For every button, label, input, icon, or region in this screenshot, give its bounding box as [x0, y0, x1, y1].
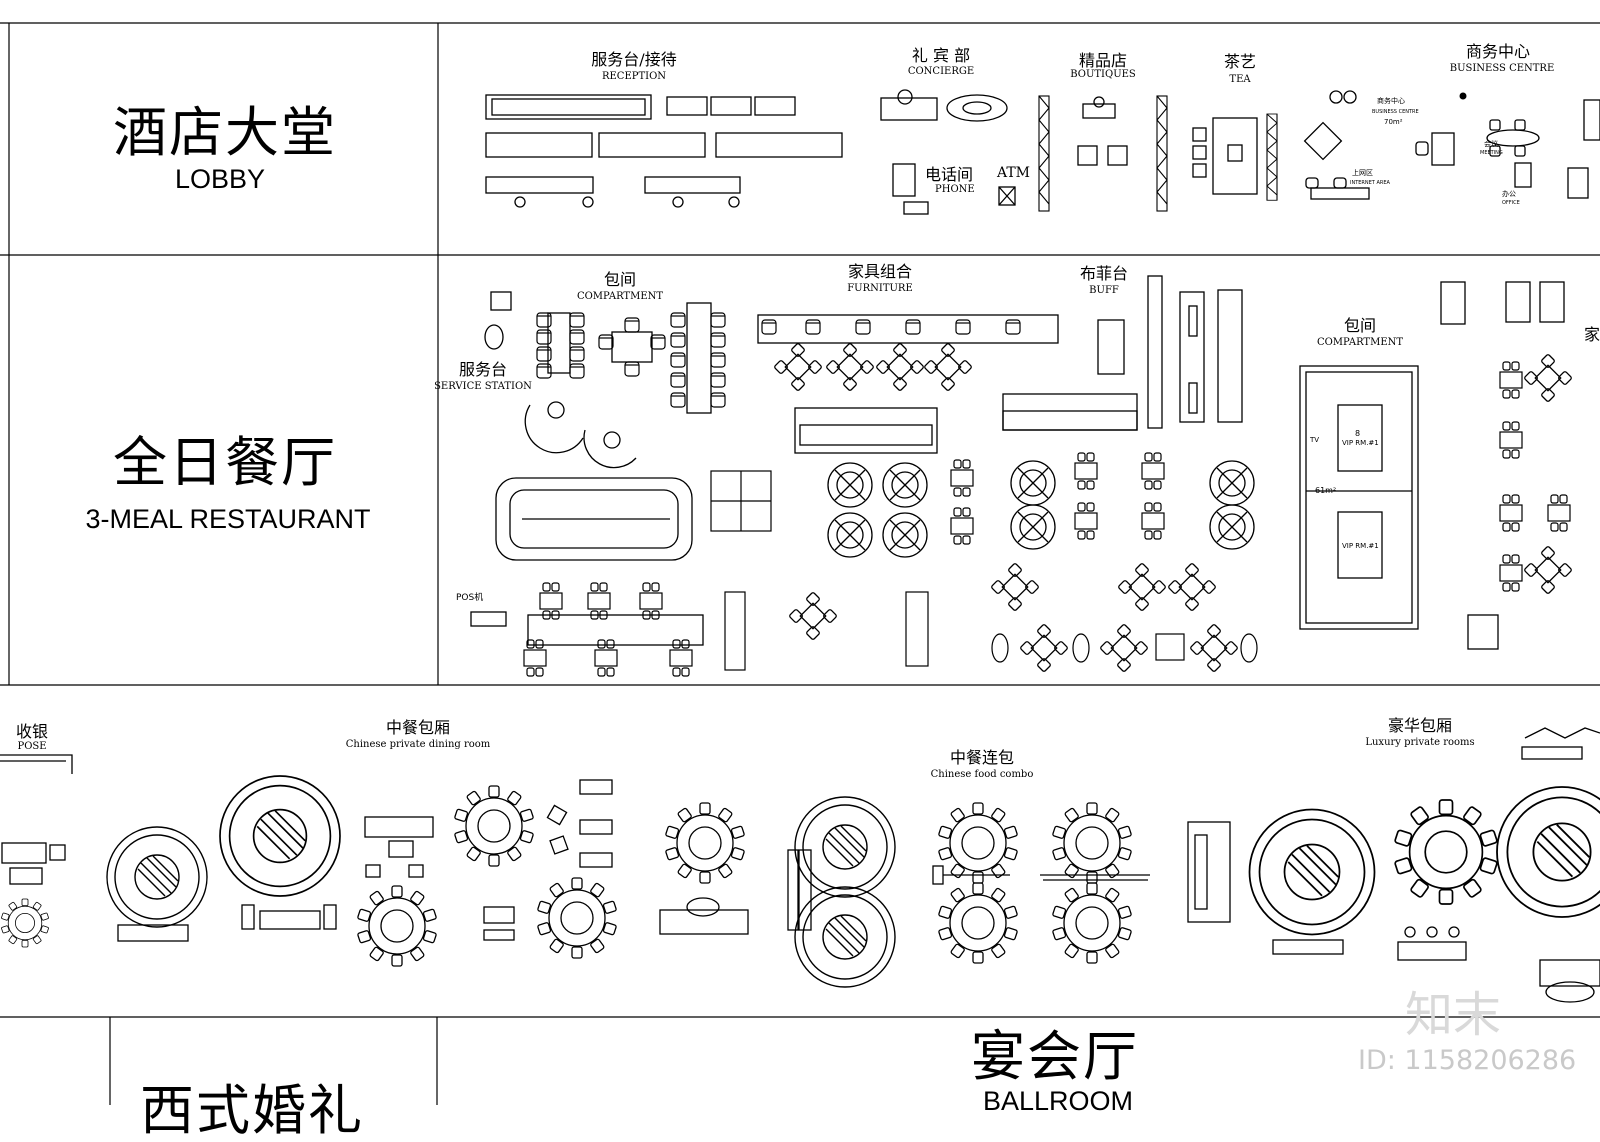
tea-label-en: TEA [1229, 74, 1251, 85]
boutiques-label-cn: 精品店 [1078, 51, 1128, 70]
service-label-en: SERVICE STATION [434, 381, 532, 392]
wedding-title-cn: 西式婚礼 [140, 1079, 364, 1142]
phone-label-en: PHONE [935, 184, 975, 195]
vip-label-1: VIP RM.#1 [1342, 439, 1379, 447]
chinese-private-label-en: Chinese private dining room [345, 739, 491, 750]
compartment-label-en: COMPARTMENT [576, 291, 664, 302]
watermark-brand: 知末 [1405, 987, 1502, 1043]
compartment2-label-en: COMPARTMENT [1316, 337, 1404, 348]
ballroom-title-en: BALLROOM [982, 1086, 1134, 1116]
luxury-label-cn: 豪华包厢 [1387, 716, 1453, 735]
internet-label-en: INTERNET AREA [1350, 180, 1390, 186]
area-label: 61m² [1315, 486, 1337, 495]
service-label-cn: 服务台 [458, 360, 508, 379]
atm-label: ATM [997, 165, 1031, 181]
boutiques-label-en: BOUTIQUES [1070, 69, 1136, 80]
compartment-label-cn: 包间 [603, 270, 637, 289]
internet-label-cn: 上网区 [1352, 169, 1373, 177]
chinese-private-label-cn: 中餐包厢 [385, 718, 451, 737]
tea-label-cn: 茶艺 [1223, 52, 1257, 71]
lobby-title-en: LOBBY [174, 164, 266, 194]
restaurant-title-cn: 全日餐厅 [113, 431, 337, 494]
cashier-label-en: POSE [17, 741, 47, 752]
lobby-title-cn: 酒店大堂 [113, 101, 337, 164]
office-label-cn: 办公 [1502, 190, 1516, 198]
bc-small-en: BUSINESS CENTRE [1372, 109, 1419, 115]
seats-label: 8 [1355, 429, 1361, 438]
combo-label-cn: 中餐连包 [949, 748, 1015, 767]
luxury-label-en: Luxury private rooms [1365, 737, 1475, 748]
pos-label: POS机 [456, 593, 484, 603]
ballroom-title-cn: 宴会厅 [971, 1025, 1139, 1088]
reception-label-cn: 服务台/接待 [591, 50, 677, 69]
cashier-label-cn: 收银 [15, 722, 49, 741]
concierge-label-cn: 礼 宾 部 [911, 46, 971, 65]
partial-label-cn: 家 [1584, 325, 1600, 344]
business-label-cn: 商务中心 [1465, 42, 1531, 61]
reception-label-en: RECEPTION [601, 71, 667, 82]
buff-label-cn: 布菲台 [1079, 264, 1129, 283]
vip-label-2: VIP RM.#1 [1342, 542, 1379, 550]
floor-plan-drawing [0, 22, 1600, 1105]
furniture-label-en: FURNITURE [847, 283, 913, 294]
furniture-label-cn: 家具组合 [847, 262, 913, 281]
bc-area: 70m² [1384, 118, 1403, 126]
bc-small-cn: 商务中心 [1377, 97, 1405, 105]
tv-label: TV [1310, 436, 1320, 444]
phone-label-cn: 电话间 [925, 165, 974, 184]
office-label-en: OFFICE [1502, 200, 1520, 206]
compartment2-label-cn: 包间 [1343, 316, 1377, 335]
concierge-label-en: CONCIERGE [907, 66, 975, 77]
restaurant-title-en: 3-MEAL RESTAURANT [85, 504, 371, 534]
buff-label-en: BUFF [1089, 285, 1119, 296]
meeting-label-cn: 会议 [1484, 140, 1498, 148]
business-label-en: BUSINESS CENTRE [1449, 63, 1555, 74]
watermark-id: ID: 1158206286 [1358, 1045, 1577, 1076]
meeting-label-en: MEETING [1480, 150, 1503, 156]
combo-label-en: Chinese food combo [930, 769, 1034, 780]
